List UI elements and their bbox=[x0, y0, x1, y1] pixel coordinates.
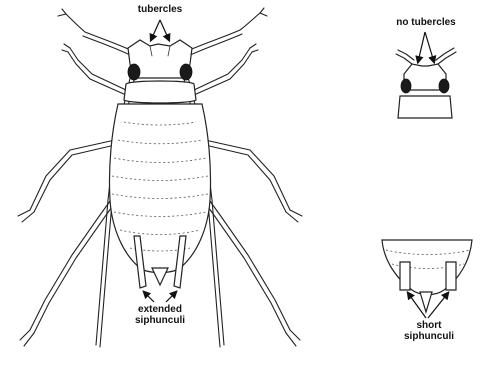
main-thorax bbox=[124, 81, 196, 103]
short-siphunculus-right bbox=[446, 262, 456, 290]
main-cauda bbox=[152, 268, 168, 285]
main-eye-right bbox=[180, 64, 192, 80]
main-aphid bbox=[18, 8, 302, 347]
inset-abdomen bbox=[382, 240, 472, 312]
label-short-siphunculi: siphunculi bbox=[394, 332, 464, 342]
extended-siphunculi-arrows bbox=[144, 292, 176, 302]
main-eye-left bbox=[128, 64, 140, 80]
short-siphunculus-left bbox=[400, 262, 410, 290]
inset-eye-right bbox=[439, 79, 449, 93]
label-short: short bbox=[394, 321, 464, 331]
tubercles-arrows bbox=[151, 20, 169, 40]
label-extended-siphunculi: siphunculi bbox=[122, 316, 198, 326]
main-abdomen bbox=[109, 104, 210, 273]
label-extended: extended bbox=[122, 305, 198, 315]
inset-head bbox=[396, 48, 456, 118]
inset-cauda bbox=[420, 292, 432, 312]
label-no-tubercles: no tubercles bbox=[386, 18, 466, 28]
main-head bbox=[128, 40, 192, 80]
no-tubercles-arrows bbox=[418, 32, 434, 62]
label-tubercles: tubercles bbox=[128, 5, 192, 15]
inset-eye-left bbox=[401, 79, 411, 93]
